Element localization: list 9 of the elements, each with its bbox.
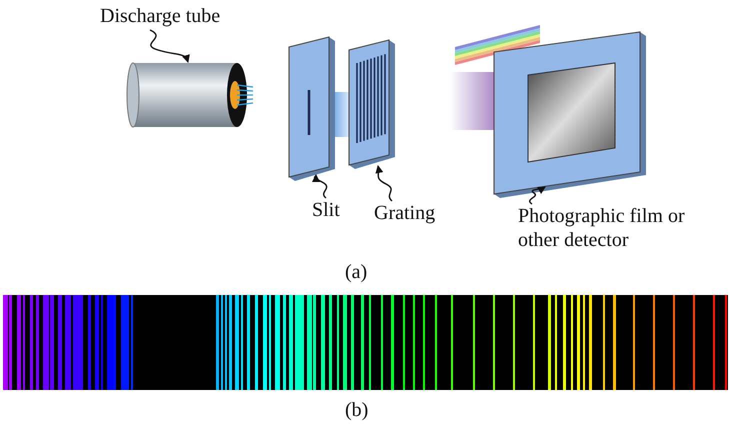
leader-line bbox=[375, 165, 393, 202]
part-label: Discharge tube bbox=[100, 4, 240, 28]
leader-line bbox=[310, 174, 328, 198]
leader-line bbox=[150, 29, 190, 63]
part-label: Photographic film or other detector bbox=[518, 204, 688, 252]
part-label: Slit bbox=[312, 198, 362, 222]
panel-label: (a) bbox=[345, 260, 368, 284]
panel-label: (b) bbox=[345, 398, 368, 422]
part-label: Grating bbox=[374, 201, 464, 225]
